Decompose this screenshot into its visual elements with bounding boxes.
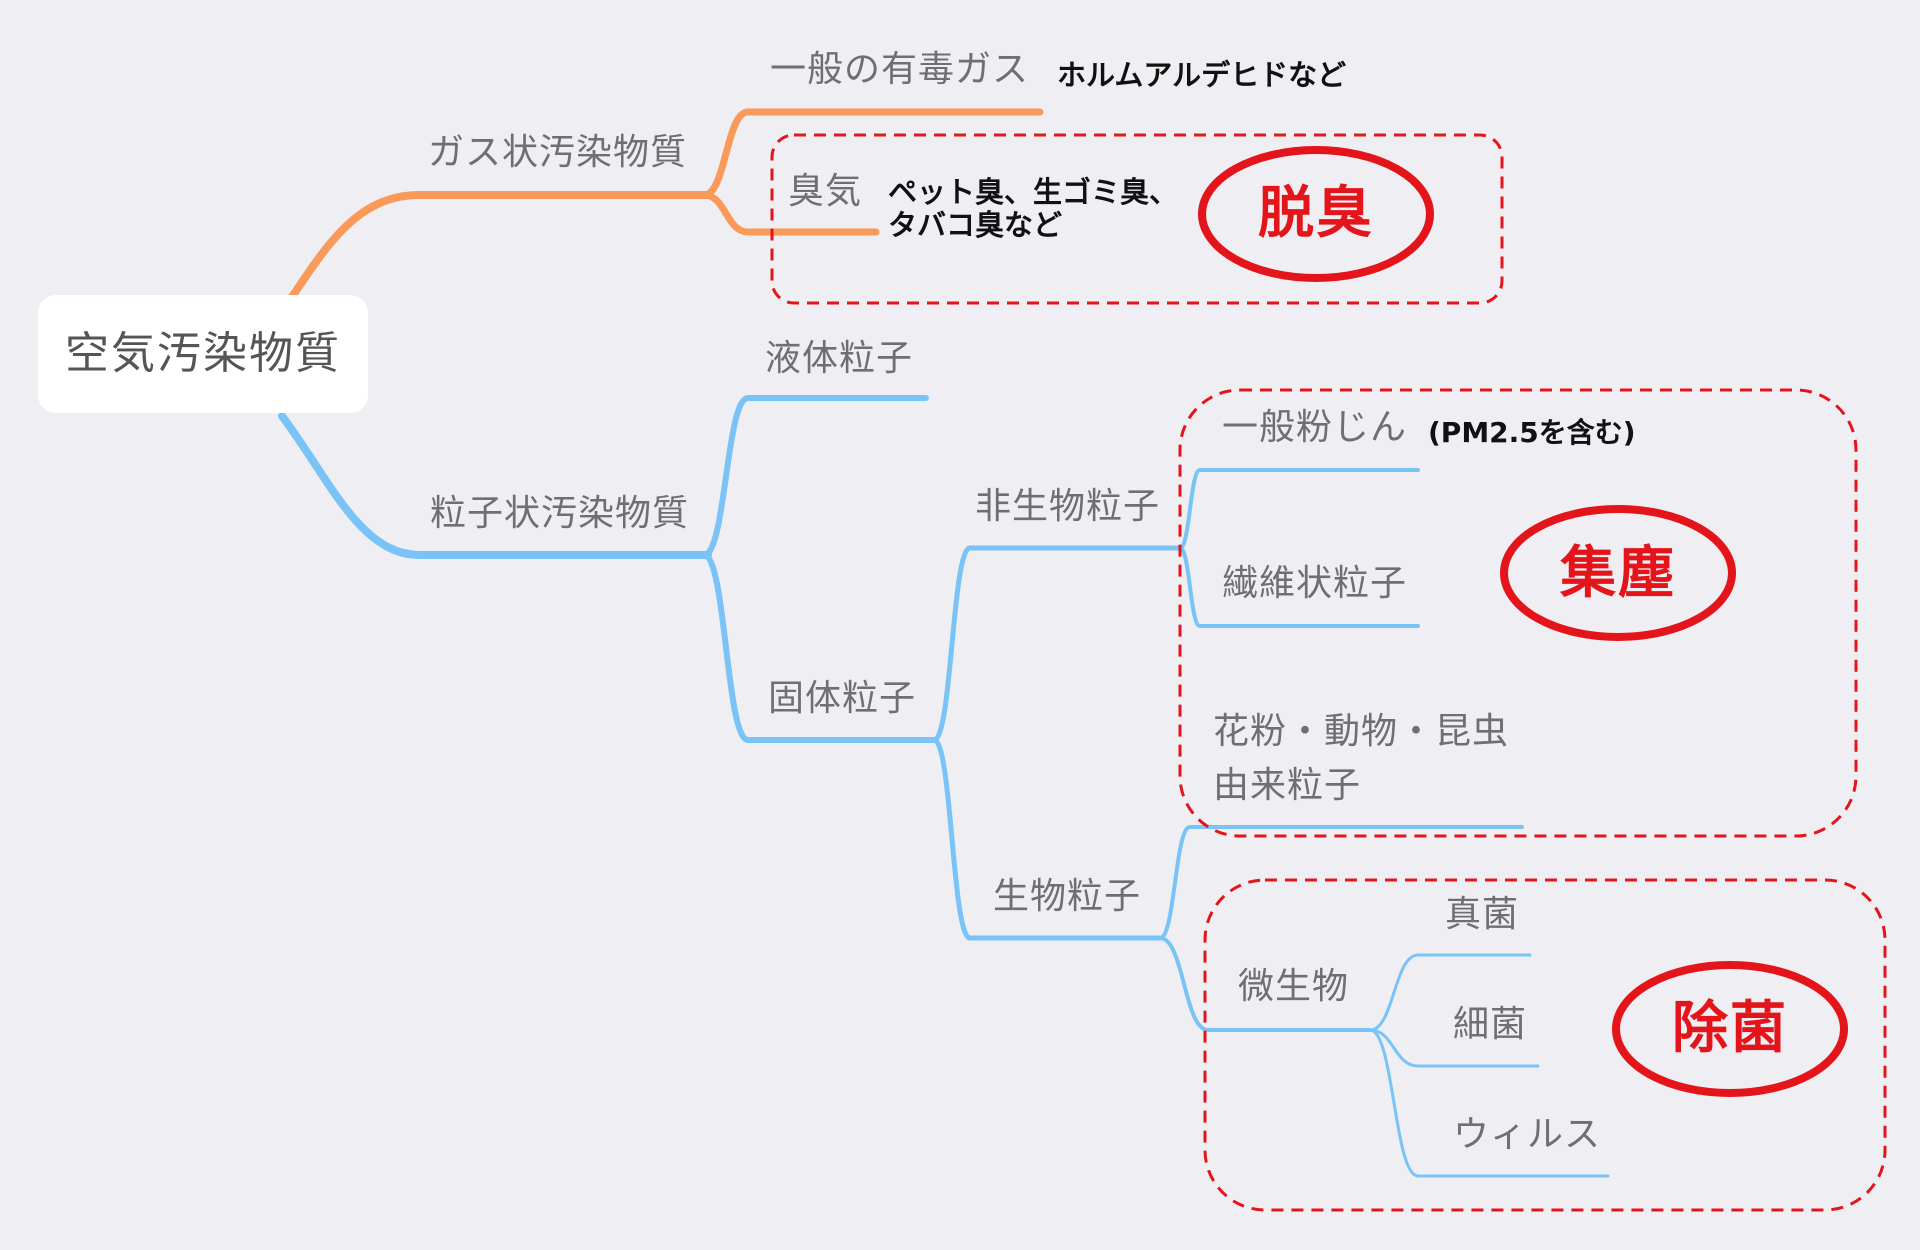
edge-particle-to-solid [701,552,937,743]
solid-particles-label: 固体粒子 [768,678,917,719]
fibrous-particles-label: 繊維状粒子 [1222,563,1408,604]
general-toxic-gas-note: ホルムアルデヒドなど [1057,58,1347,92]
deodorize-ellipse [1198,146,1434,282]
sterilize-ellipse [1612,961,1848,1097]
group-boxes [770,133,1887,1212]
dust-collection-ellipse [1500,505,1736,641]
pollen-animal-insect-label-line2: 由来粒子 [1213,765,1362,806]
liquid-particles-label: 液体粒子 [765,338,914,379]
edge-solid-to-bio [931,737,1163,941]
edge-microbe-to-virus [1368,1028,1610,1178]
virus-label: ウィルス [1453,1114,1602,1155]
general-toxic-gas-label: 一般の有毒ガス [770,49,1030,90]
dust-collection-group-box [1178,388,1858,838]
root-node-box [38,295,368,413]
particle-pollutants-label: 粒子状汚染物質 [430,493,690,534]
gas-pollutants-label: ガス状汚染物質 [428,132,688,173]
odor-note-line1: ペット臭、生ゴミ臭、 [888,175,1179,209]
microorganisms-label: 微生物 [1238,966,1350,1007]
edge-particle-to-liquid [701,395,929,558]
edge-microbe-to-bacteria [1368,1028,1540,1068]
odor-group-box [770,133,1504,305]
sterilize-stamp-text: 除菌 [1672,996,1788,1061]
general-dust-label: 一般粉じん [1222,407,1408,448]
edge-root-to-gas [288,191,712,301]
odor-label: 臭気 [788,171,863,212]
dust-collection-stamp-text: 集塵 [1560,541,1676,606]
bacteria-label: 細菌 [1453,1004,1528,1045]
edge-nonbio-to-fiber [1178,546,1420,628]
edge-gas-to-general [700,108,1044,199]
pollen-animal-insect-label-line1: 花粉・動物・昆虫 [1213,711,1510,752]
non-biological-particles-label: 非生物粒子 [975,486,1161,527]
edge-solid-to-nonbio [931,545,1183,743]
branch-lines [278,108,1610,1178]
edge-bio-to-microbe [1158,936,1372,1032]
odor-note-line2: タバコ臭など [888,208,1063,242]
edge-gas-to-odor [700,191,880,236]
general-dust-note: (PM2.5を含む) [1428,416,1636,449]
edge-nonbio-to-dust [1178,468,1420,550]
deodorize-stamp-text: 脱臭 [1258,181,1374,246]
biological-particles-label: 生物粒子 [993,876,1142,917]
edge-root-to-particle [278,412,712,559]
edge-bio-to-pollen [1158,825,1524,940]
sterilize-group-box [1203,878,1887,1212]
root-node-label: 空気汚染物質 [65,328,341,379]
edge-microbe-to-fungi [1368,953,1532,1032]
stamp-ellipses [1198,146,1848,1097]
fungi-label: 真菌 [1445,894,1520,935]
